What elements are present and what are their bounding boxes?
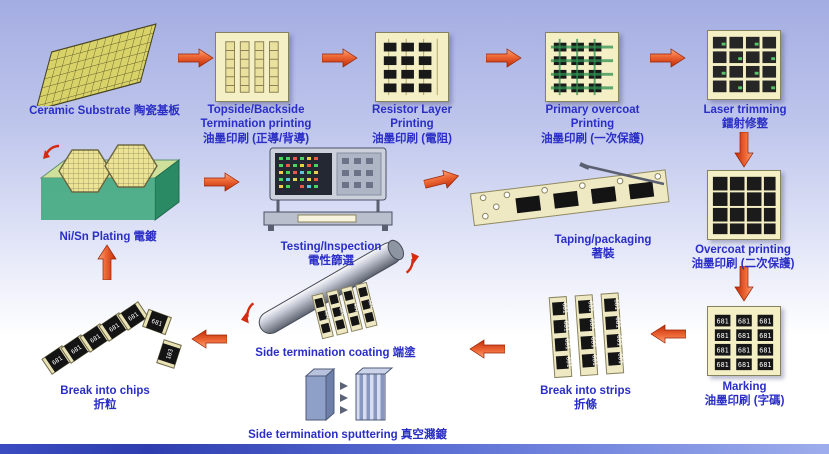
label-break-into-strips: Break into strips 折條 (528, 384, 643, 413)
flow-arrow (486, 48, 522, 68)
label-line: Primary overcoat (545, 104, 640, 116)
side-termination-sputtering-icon (300, 364, 395, 426)
label-break-into-chips: Break into chips 折粒 (45, 384, 165, 413)
flow-arrow (97, 244, 117, 280)
strip-code: 681 (352, 303, 360, 313)
strip-code: 681 (563, 338, 571, 350)
strip-code: 681 (564, 356, 572, 368)
label-line: Resistor Layer (372, 104, 452, 116)
label-line: Laser trimming (703, 104, 787, 116)
label-marking: Marking 油墨印刷 (字碼) (692, 380, 797, 409)
chip-code: 103 (165, 348, 175, 361)
testing-equipment-icon (262, 146, 394, 234)
label-line: Taping/packaging (554, 234, 652, 246)
label-line: 電性篩選 (308, 255, 354, 268)
marking-code: 681 (738, 332, 750, 340)
primary-overcoat-icon (545, 32, 619, 102)
label-line: 油墨印刷 (電阻) (372, 132, 452, 145)
plating-tank-icon (33, 138, 183, 230)
label-line: Printing (570, 118, 615, 131)
label-line: Testing/Inspection (280, 241, 382, 253)
marking-code: 681 (738, 318, 750, 326)
label-testing-inspection: Testing/Inspection 電性篩選 (266, 240, 396, 269)
label-side-termination-sputtering: Side termination sputtering 真空濺鍍 (248, 429, 447, 441)
flow-arrow (650, 324, 686, 344)
label-line: Overcoat printing (695, 244, 791, 256)
label-laser-trimming: Laser trimming 鐳射修整 (690, 103, 800, 132)
label-line: 油墨印刷 (字碼) (704, 395, 785, 408)
marking-code: 681 (716, 347, 728, 355)
break-into-chips-icon: 681 681 681 681 681 681 103 (33, 286, 185, 381)
label-line: 油墨印刷 (二次保護) (691, 258, 795, 271)
label-line: 著裝 (591, 248, 615, 261)
resistor-printing-icon (375, 32, 449, 102)
overcoat-printing-icon (707, 170, 781, 240)
label-taping-packaging: Taping/packaging 著裝 (538, 233, 668, 262)
strip-code: 681 (590, 355, 598, 367)
strip-code: 681 (588, 319, 596, 331)
flow-arrow (178, 48, 214, 68)
marking-code: 681 (759, 361, 771, 369)
strip-code: 681 (562, 320, 570, 332)
label-line: Marking (722, 381, 767, 393)
flow-arrow (191, 329, 227, 349)
chip-code: 681 (150, 318, 163, 328)
flow-arrow (422, 166, 462, 194)
label-line: 折條 (574, 399, 597, 412)
marking-code: 681 (716, 318, 728, 326)
marking-icon: 681 681 681 681 681 681 681 681 681 681 … (707, 306, 781, 376)
break-into-strips-icon: 681 681 681 681 681 681 681 681 681 (544, 290, 636, 382)
flow-arrow (650, 48, 686, 68)
label-line: Printing (390, 118, 434, 131)
label-ceramic-substrate: Ceramic Substrate 陶瓷基板 (29, 105, 180, 117)
termination-printing-icon (215, 32, 289, 102)
strip-code: 681 (561, 302, 569, 314)
marking-code: 681 (759, 332, 771, 340)
label-line: 油墨印刷 (一次保護) (541, 132, 644, 145)
bottom-accent-bar (0, 444, 829, 454)
label-line: Topside/Backside (207, 104, 305, 116)
strip-code: 681 (587, 301, 595, 313)
label-line: Break into chips (60, 385, 150, 397)
taping-packaging-icon (468, 160, 673, 232)
marking-code: 681 (759, 347, 771, 355)
side-termination-coating-icon: 681 681 681 681 (238, 236, 433, 348)
flow-arrow (322, 48, 358, 68)
strip-code: 681 (614, 317, 622, 329)
label-line: 折粒 (93, 399, 117, 412)
label-line: Break into strips (540, 385, 631, 397)
label-line: 鐳射修整 (722, 118, 768, 131)
ceramic-substrate-icon (20, 20, 172, 106)
laser-trimming-icon (707, 30, 781, 100)
marking-code: 681 (716, 361, 728, 369)
flow-arrow (204, 172, 240, 192)
strip-code: 681 (615, 335, 623, 347)
strip-code: 681 (366, 300, 374, 310)
label-line: Termination printing (200, 118, 312, 131)
label-resistor-printing: Resistor Layer Printing 油墨印刷 (電阻) (352, 103, 472, 146)
flow-arrow (469, 339, 505, 359)
label-overcoat-printing: Overcoat printing 油墨印刷 (二次保護) (678, 243, 808, 272)
flow-arrow (734, 132, 754, 168)
strip-code: 681 (589, 337, 597, 349)
label-side-termination-coating: Side termination coating 端塗 (255, 347, 416, 359)
strip-code: 681 (616, 353, 624, 365)
marking-code: 681 (738, 347, 750, 355)
label-primary-overcoat: Primary overcoat Printing 油墨印刷 (一次保護) (525, 103, 660, 146)
strip-code: 681 (337, 307, 345, 317)
strip-code: 681 (612, 299, 620, 311)
label-ni-sn-plating: Ni/Sn Plating 電鍍 (59, 231, 157, 243)
label-line: 油墨印刷 (正導/背導) (202, 132, 310, 145)
marking-code: 681 (738, 361, 750, 369)
strip-code: 681 (323, 310, 331, 320)
label-termination-printing: Topside/Backside Termination printing 油墨… (196, 103, 316, 146)
marking-code: 681 (759, 318, 771, 326)
marking-code: 681 (716, 332, 728, 340)
